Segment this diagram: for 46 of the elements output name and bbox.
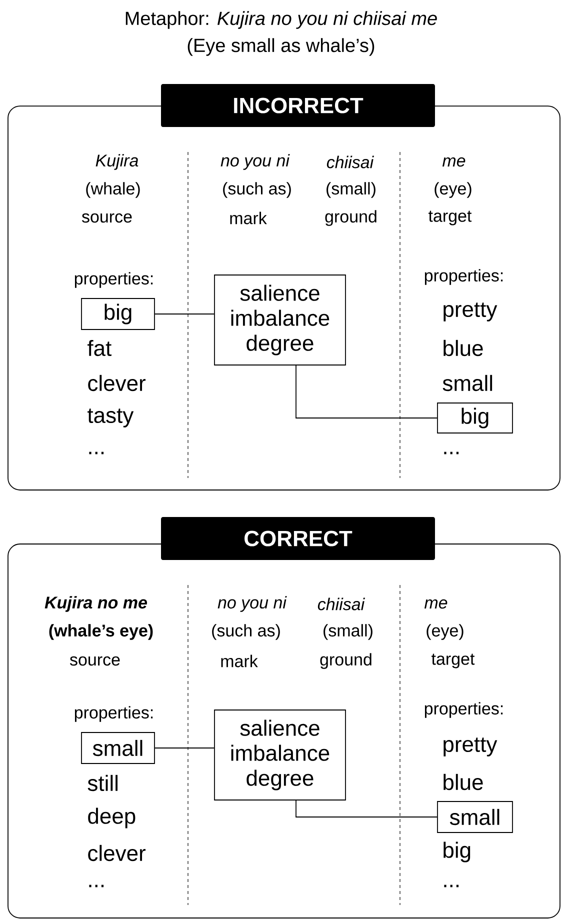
property-word: blue [444, 340, 483, 356]
column-label: target [432, 654, 475, 668]
property-box: small [81, 732, 155, 764]
column-label: (small) [324, 624, 372, 640]
property-word: clever [88, 374, 146, 392]
column-label: (eye) [434, 182, 472, 198]
concept-box: salience imbalance degree [214, 274, 346, 366]
column-label: Kujira no me [44, 596, 147, 612]
property-word: pretty [444, 302, 498, 322]
title: Metaphor: Kujira no you ni chiisai me [126, 11, 437, 29]
column-label: no you ni [218, 596, 287, 612]
column-label: me [442, 157, 466, 167]
column-label: properties: [424, 269, 503, 285]
property-word: ... [444, 884, 459, 888]
property-word: deep [88, 808, 136, 828]
property-word: ... [89, 884, 104, 888]
property-word: tasty [88, 408, 134, 428]
column-label: (whale) [86, 182, 140, 198]
column-label: mark [221, 654, 258, 668]
column-label: chiisai [318, 598, 365, 610]
column-label: source [70, 656, 120, 666]
column-label: no you ni [220, 154, 290, 170]
property-word: ... [89, 452, 104, 454]
column-label: ground [325, 210, 376, 226]
column-label: (such as) [223, 182, 291, 198]
heading-tab: INCORRECT [161, 84, 435, 128]
property-box: big [437, 402, 513, 434]
column-label: ground [320, 653, 372, 669]
column-label: (eye) [426, 624, 464, 640]
column-label: target [428, 210, 472, 226]
column-label: me [424, 599, 448, 609]
property-word: clever [88, 844, 146, 862]
concept-box: salience imbalance degree [214, 710, 346, 800]
column-label: Kujira [96, 154, 138, 170]
column-label: (small) [326, 182, 376, 198]
column-label: mark [230, 212, 267, 224]
subtitle: (Eye small as whale’s) [188, 38, 374, 56]
column-label: properties: [424, 702, 503, 718]
property-box: big [81, 298, 155, 330]
property-word: pretty [444, 738, 498, 756]
column-label: source [82, 213, 132, 223]
column-label: chiisai [326, 156, 374, 168]
heading-tab: CORRECT [161, 517, 435, 560]
column-label: (such as) [212, 624, 280, 640]
column-label: (whale’s eye) [49, 624, 153, 640]
property-box: small [437, 801, 513, 833]
